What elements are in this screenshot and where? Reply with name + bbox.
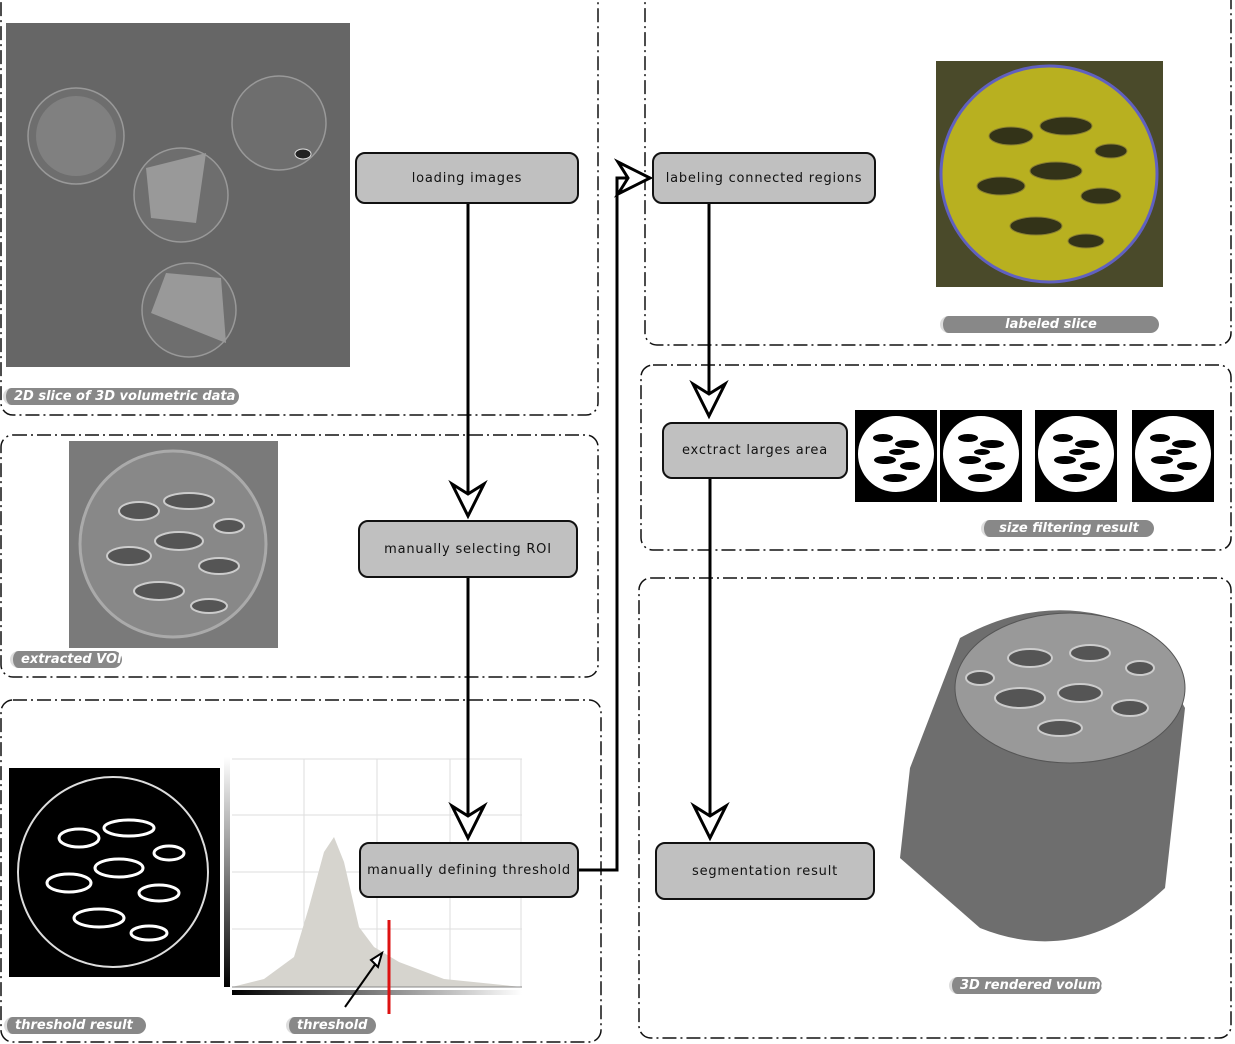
step-loading-images[interactable]: loading images xyxy=(355,152,579,204)
arrowhead xyxy=(448,479,488,520)
extracted-voi-image xyxy=(69,441,278,648)
step-labeling-regions[interactable]: labeling connected regions xyxy=(652,152,876,204)
caption-voi: extracted VOI xyxy=(10,651,122,668)
threshold-result-image xyxy=(9,768,220,977)
caption-threshold-result: threshold result xyxy=(4,1017,146,1034)
step-extract-largest-area[interactable]: exctract larges area xyxy=(662,422,848,479)
volumetric-slice-image xyxy=(6,23,350,367)
step-defining-threshold[interactable]: manually defining threshold xyxy=(359,842,579,898)
caption-labeled-slice: labeled slice xyxy=(940,316,1159,333)
histogram-area xyxy=(232,837,522,987)
step-segmentation-result[interactable]: segmentation result xyxy=(655,842,875,900)
rendered-volume-image xyxy=(900,610,1186,942)
step-selecting-roi[interactable]: manually selecting ROI xyxy=(358,520,578,578)
caption-threshold: threshold xyxy=(286,1017,376,1034)
size-filtering-images xyxy=(855,410,1214,502)
caption-volume: 3D rendered volume xyxy=(949,977,1110,994)
caption-slice: 2D slice of 3D volumetric data xyxy=(3,388,239,405)
caption-size-filtering: size filtering result xyxy=(981,520,1154,537)
labeled-slice-image xyxy=(936,61,1163,287)
